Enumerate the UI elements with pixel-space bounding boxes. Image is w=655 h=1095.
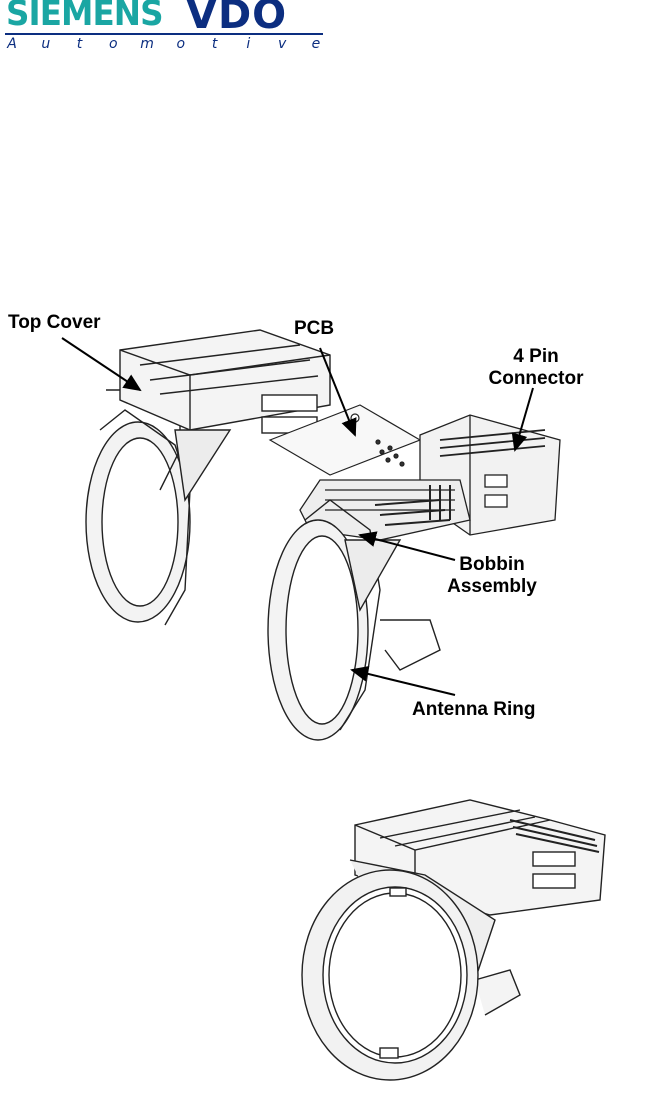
exploded-view-diagram: Top Cover PCB 4 Pin Connector Bobbin Ass…: [0, 290, 600, 750]
logo-subtitle-letter: o: [106, 36, 120, 52]
pcb-part: [270, 405, 420, 475]
logo-subtitle-letter: A: [5, 36, 19, 52]
label-pcb: PCB: [294, 318, 334, 340]
left-ring-assembly: [86, 390, 190, 625]
label-connector-line1: 4 Pin: [486, 346, 586, 368]
label-connector-line2: Connector: [486, 368, 586, 390]
label-bobbin-line2: Assembly: [442, 576, 542, 598]
assembled-part-drawing: [295, 780, 615, 1085]
label-top-cover: Top Cover: [8, 312, 101, 334]
logo-subtitle-letter: i: [241, 36, 255, 52]
logo-subtitle-letter: e: [309, 36, 323, 52]
label-4-pin-connector: 4 Pin Connector: [486, 346, 586, 390]
siemens-vdo-logo: SIEMENS VDO A u t o m o t i v e: [0, 0, 330, 60]
assembled-ring: [302, 870, 478, 1080]
logo-underline: [5, 33, 323, 35]
assembled-view-drawing: [295, 780, 615, 1085]
logo-subtitle-letter: t: [208, 36, 222, 52]
logo-subtitle: A u t o m o t i v e: [5, 36, 323, 52]
label-bobbin-line1: Bobbin: [442, 554, 542, 576]
logo-siemens-text: SIEMENS: [6, 0, 163, 32]
logo-subtitle-letter: t: [73, 36, 87, 52]
logo-subtitle-letter: v: [275, 36, 289, 52]
label-antenna-ring: Antenna Ring: [412, 699, 536, 721]
logo-subtitle-letter: m: [140, 36, 154, 52]
logo-subtitle-letter: u: [39, 36, 53, 52]
logo-vdo-text: VDO: [186, 0, 287, 35]
label-bobbin-assembly: Bobbin Assembly: [442, 554, 542, 598]
logo-subtitle-letter: o: [174, 36, 188, 52]
